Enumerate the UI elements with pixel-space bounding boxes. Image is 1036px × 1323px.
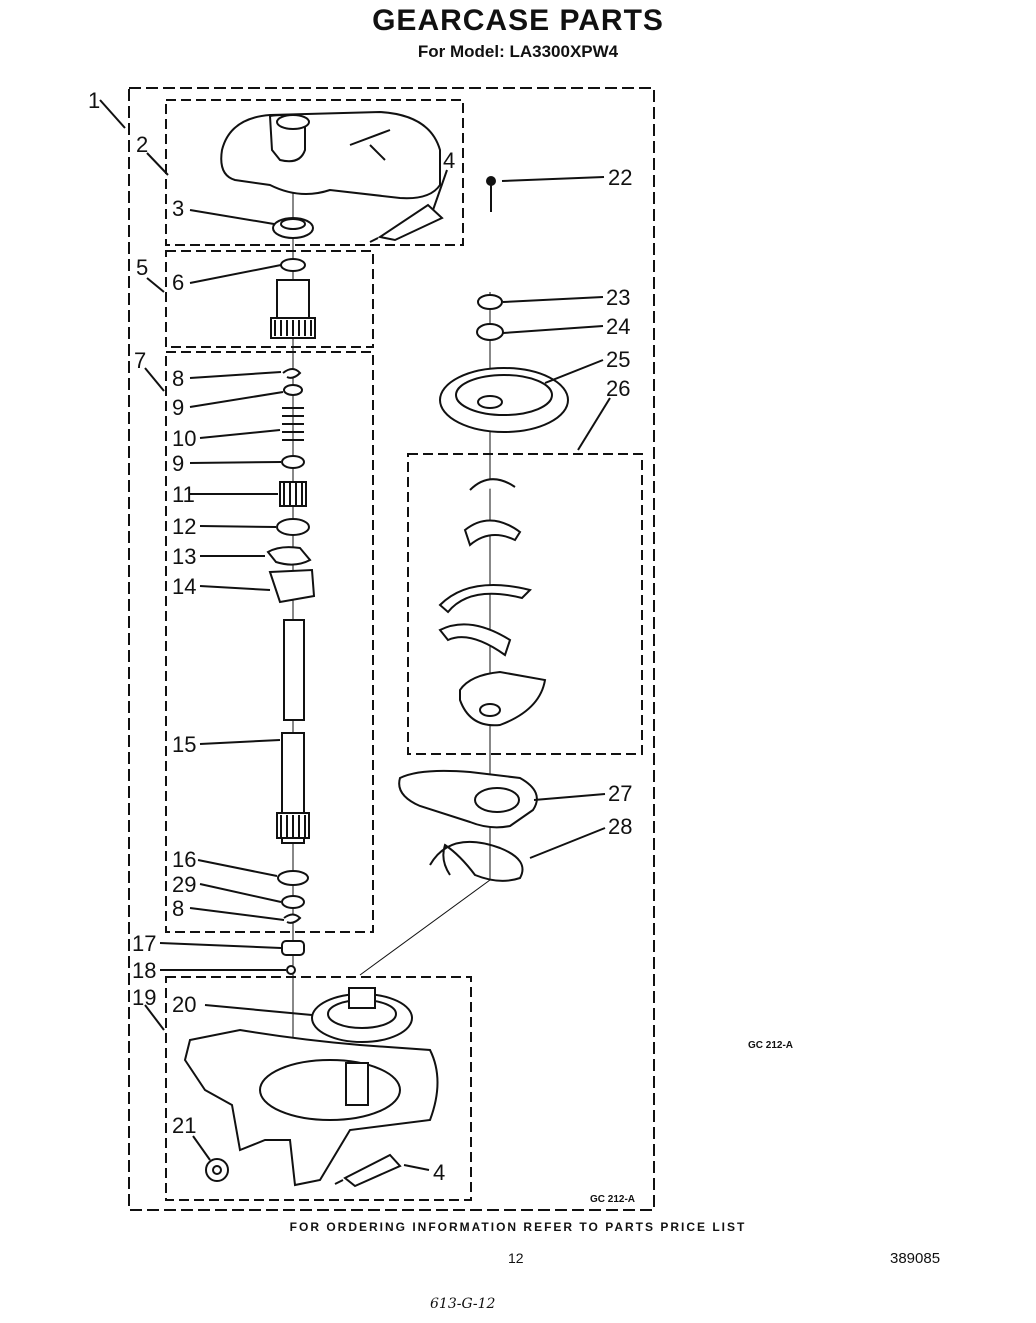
gearcase-assembly-box: [165, 976, 472, 1201]
seal-part-21: [205, 1158, 229, 1182]
gear-part-20: [311, 987, 413, 1043]
callout-8-lower: 8: [172, 896, 184, 921]
gearcase-part-19: [183, 1028, 439, 1187]
callout-9-lower: 9: [172, 451, 184, 476]
callout-16: 16: [172, 847, 196, 872]
model-subtitle: For Model: LA3300XPW4: [417, 42, 619, 61]
callout-1: 1: [88, 88, 100, 113]
callout-15: 15: [172, 732, 196, 757]
callout-20: 20: [172, 992, 196, 1017]
page-number: 12: [508, 1250, 524, 1266]
callout-23: 23: [606, 285, 630, 310]
callout-10: 10: [172, 426, 196, 451]
right-column-parts: [439, 294, 569, 433]
callout-4-upper: 4: [443, 148, 455, 173]
callout-29: 29: [172, 872, 196, 897]
agitator-shaft-part-15: [276, 619, 310, 844]
callout-4-lower: 4: [433, 1160, 445, 1185]
callout-5: 5: [136, 255, 148, 280]
cam-assembly-box: [407, 453, 643, 755]
callout-6: 6: [172, 270, 184, 295]
figure-code-outside: GC 212-A: [748, 1040, 794, 1051]
document-number: 389085: [890, 1250, 941, 1267]
ordering-info-footer: FOR ORDERING INFORMATION REFER TO PARTS …: [289, 1220, 747, 1234]
callout-18: 18: [132, 958, 156, 983]
shaft-small-parts: [266, 368, 316, 604]
spring-part-28: [429, 840, 524, 882]
lower-shaft-parts: [277, 870, 309, 975]
pinion-part-6: [270, 258, 316, 339]
page-title: GEARCASE PARTS: [372, 4, 664, 37]
callout-12: 12: [172, 514, 196, 539]
pinion-assembly-box: [165, 250, 374, 348]
screw-part-22: [486, 176, 496, 212]
shaft-assembly-box: [165, 351, 374, 933]
grease-tube-upper: [369, 203, 444, 243]
figure-code-inside: GC 212-A: [590, 1194, 635, 1205]
callout-19: 19: [132, 985, 156, 1010]
grease-tube-lower: [334, 1153, 402, 1188]
callout-3: 3: [172, 196, 184, 221]
callout-7: 7: [134, 348, 146, 373]
seal-part-3: [272, 217, 314, 239]
cam-assembly-contents: [438, 478, 547, 727]
callout-11: 11: [172, 482, 195, 507]
callout-17: 17: [132, 931, 156, 956]
callout-22: 22: [608, 165, 632, 190]
callout-26: 26: [606, 376, 630, 401]
callout-8-upper: 8: [172, 366, 184, 391]
callout-25: 25: [606, 347, 630, 372]
gearcase-cover: [220, 110, 441, 200]
callout-9-upper: 9: [172, 395, 184, 420]
callout-28: 28: [608, 814, 632, 839]
outer-assembly-frame: [128, 87, 655, 1211]
callout-2: 2: [136, 132, 148, 157]
callout-21: 21: [172, 1113, 196, 1138]
callout-24: 24: [606, 314, 630, 339]
callout-27: 27: [608, 781, 632, 806]
cam-part-27: [398, 769, 538, 829]
callout-13: 13: [172, 544, 196, 569]
handwritten-note: 613-G-12: [430, 1296, 496, 1312]
callout-14: 14: [172, 574, 196, 599]
